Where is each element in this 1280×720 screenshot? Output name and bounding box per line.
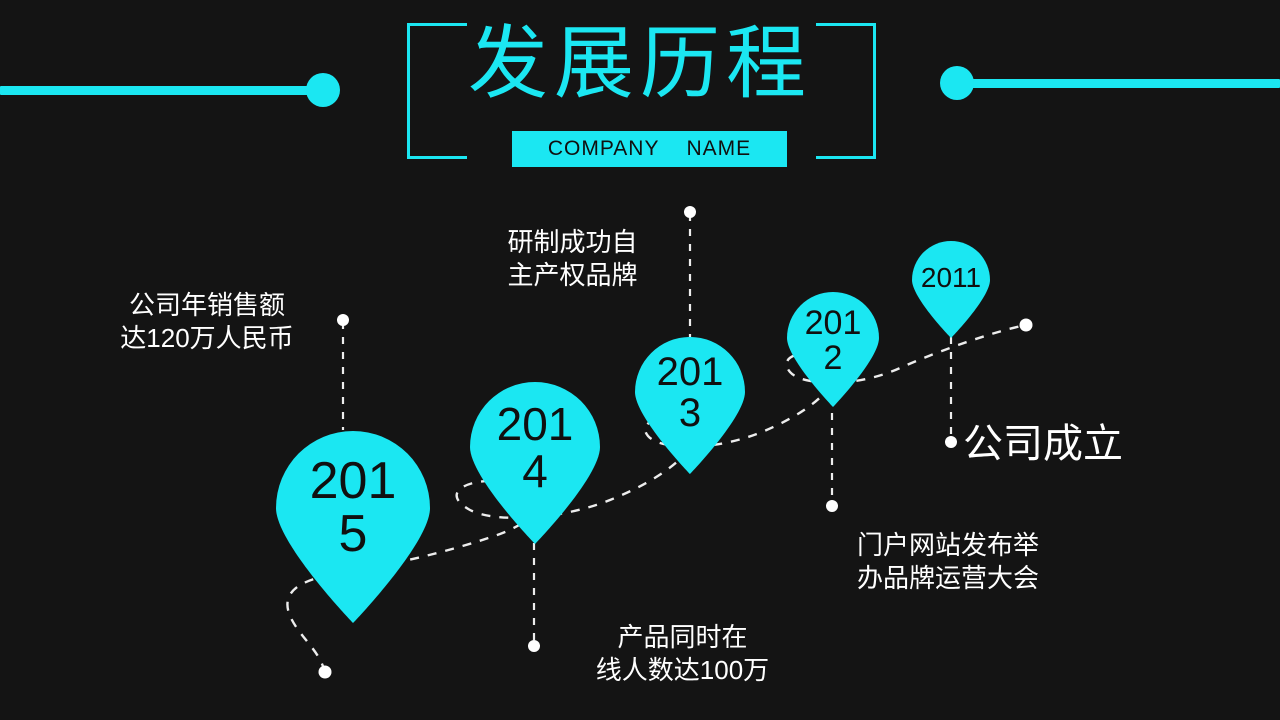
connector-dot-2015 — [337, 314, 349, 326]
company-name-badge: COMPANY NAME — [512, 131, 787, 167]
pin-shape-icon — [635, 337, 745, 474]
pin-year-2015: 2015 — [309, 451, 397, 563]
path-end-dot-right — [1019, 318, 1033, 332]
pin-marker-2011[interactable]: 2011 — [912, 241, 990, 338]
header-line-left — [0, 86, 325, 95]
page-title: 发展历程 — [468, 17, 812, 110]
connector-dot-2011 — [945, 436, 957, 448]
caption-2014: 产品同时在 线人数达100万 — [595, 622, 770, 685]
pin-shape-icon — [912, 241, 990, 338]
pin-year-2013: 2013 — [656, 350, 724, 435]
bracket-right-icon — [816, 23, 876, 159]
connector-dot-2014 — [528, 640, 540, 652]
path-end-dot-left — [318, 665, 332, 679]
caption-2013: 研制成功自 主产权品牌 — [507, 227, 638, 290]
pin-year-2011: 2011 — [920, 261, 982, 293]
pin-shape-icon — [787, 292, 879, 407]
pin-marker-2014[interactable]: 2014 — [470, 382, 600, 544]
bracket-left-icon — [407, 23, 467, 159]
pin-year-2014: 2014 — [496, 398, 574, 497]
pin-shape-icon — [276, 431, 430, 623]
caption-2011: 公司成立 — [963, 422, 1123, 466]
connector-dot-2013 — [684, 206, 696, 218]
caption-2012: 门户网站发布举 办品牌运营大会 — [856, 530, 1039, 593]
pin-marker-2013[interactable]: 2013 — [635, 337, 745, 474]
pin-year-2012: 2012 — [804, 304, 862, 377]
header-dot-left — [306, 73, 340, 107]
header-dot-right — [940, 66, 974, 100]
pin-shape-icon — [470, 382, 600, 544]
company-name-label: COMPANY NAME — [547, 137, 752, 160]
pin-marker-2015[interactable]: 2015 — [276, 431, 430, 623]
connector-dot-2012 — [826, 500, 838, 512]
pin-marker-2012[interactable]: 2012 — [787, 292, 879, 407]
caption-2015: 公司年销售额 达120万人民币 — [120, 290, 294, 353]
header-line-right — [957, 79, 1280, 88]
